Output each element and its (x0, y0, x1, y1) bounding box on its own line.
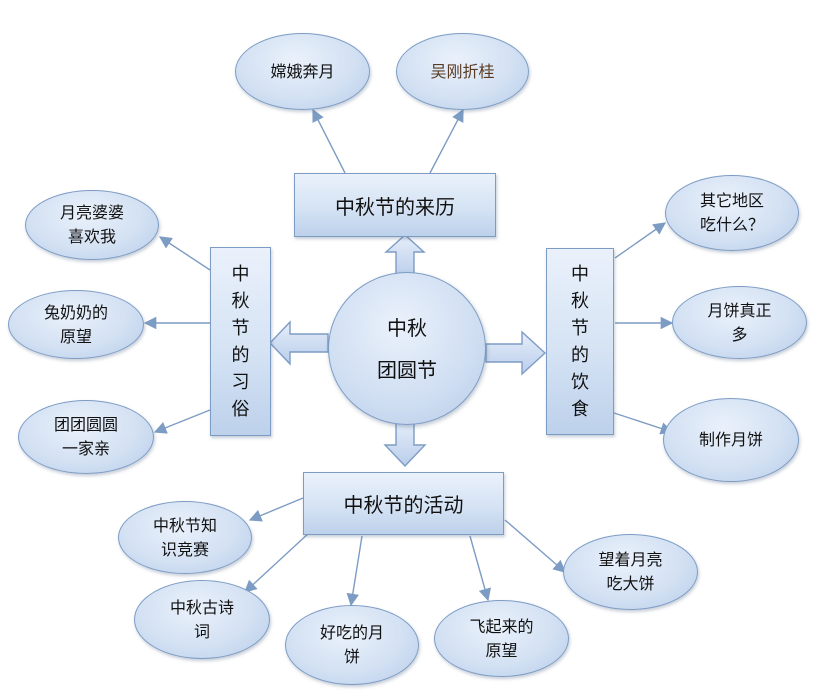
branch-origin-label: 中秋节的来历 (335, 194, 455, 219)
block-arrow-right (485, 330, 547, 376)
topic-moon-grandma: 月亮婆婆 喜欢我 (25, 190, 159, 260)
connector-activity-poem (244, 531, 311, 593)
topic-label: 其它地区 吃什么？ (699, 191, 764, 234)
topic-label: 望着月亮 吃大饼 (598, 550, 663, 593)
center-node: 中秋 团圆节 (328, 272, 486, 425)
center-label: 中秋 团圆节 (377, 315, 437, 382)
topic-wugang-cutting-osmanthus: 吴刚折桂 (396, 33, 529, 110)
topic-many-mooncakes: 月饼真正 多 (672, 286, 807, 359)
topic-label: 兔奶奶的 原望 (43, 302, 108, 346)
block-arrow-left (269, 320, 329, 366)
topic-flying-wish: 飞起来的 原望 (434, 600, 569, 677)
topic-tasty-mooncakes: 好吃的月 饼 (285, 605, 419, 685)
topic-eating-under-moon: 望着月亮 吃大饼 (563, 534, 698, 610)
topic-rabbit-grandma-wish: 兔奶奶的 原望 (8, 290, 144, 359)
topic-label: 飞起来的 原望 (469, 616, 534, 660)
connector-customs-reunion (153, 409, 211, 434)
connector-activity-moon (504, 519, 566, 573)
connector-food-making (604, 409, 674, 435)
branch-food-box: 中秋节的饮食 (546, 248, 614, 435)
branch-customs-box: 中秋节的习俗 (210, 247, 271, 436)
branch-origin-box: 中秋节的来历 (294, 173, 496, 237)
connector-customs-moon (158, 236, 211, 271)
topic-label: 好吃的月 饼 (319, 623, 384, 666)
connector-origin-wugang (429, 108, 464, 174)
topic-label: 吴刚折桂 (430, 61, 495, 81)
topic-label: 中秋节知 识竞赛 (152, 515, 217, 559)
topic-label: 中秋古诗 词 (169, 597, 234, 641)
branch-customs-label: 中秋节的习俗 (231, 263, 250, 420)
topic-label: 月饼真正 多 (707, 300, 772, 344)
topic-making-mooncakes: 制作月饼 (663, 398, 799, 482)
branch-activities-box: 中秋节的活动 (303, 472, 504, 535)
connector-activity-flying (469, 535, 491, 602)
topic-ancient-poems: 中秋古诗 词 (134, 580, 270, 659)
branch-activities-label: 中秋节的活动 (343, 493, 464, 517)
branch-food-label: 中秋节的饮食 (571, 263, 589, 420)
topic-other-regions-food: 其它地区 吃什么？ (665, 175, 799, 251)
block-arrow-down (383, 421, 427, 468)
topic-label: 嫦娥奔月 (270, 61, 335, 81)
topic-knowledge-quiz: 中秋节知 识竞赛 (118, 501, 252, 574)
topic-label: 制作月饼 (698, 430, 763, 449)
connector-activity-quiz (248, 497, 304, 522)
topic-label: 团团圆圆 一家亲 (53, 415, 118, 458)
topic-change-flying-to-moon: 嫦娥奔月 (235, 33, 370, 110)
topic-label: 月亮婆婆 喜欢我 (59, 203, 124, 246)
connector-origin-change (312, 108, 346, 174)
connector-activity-mooncake (346, 535, 363, 607)
connector-food-other (614, 222, 667, 259)
topic-family-reunion: 团团圆圆 一家亲 (18, 400, 154, 474)
